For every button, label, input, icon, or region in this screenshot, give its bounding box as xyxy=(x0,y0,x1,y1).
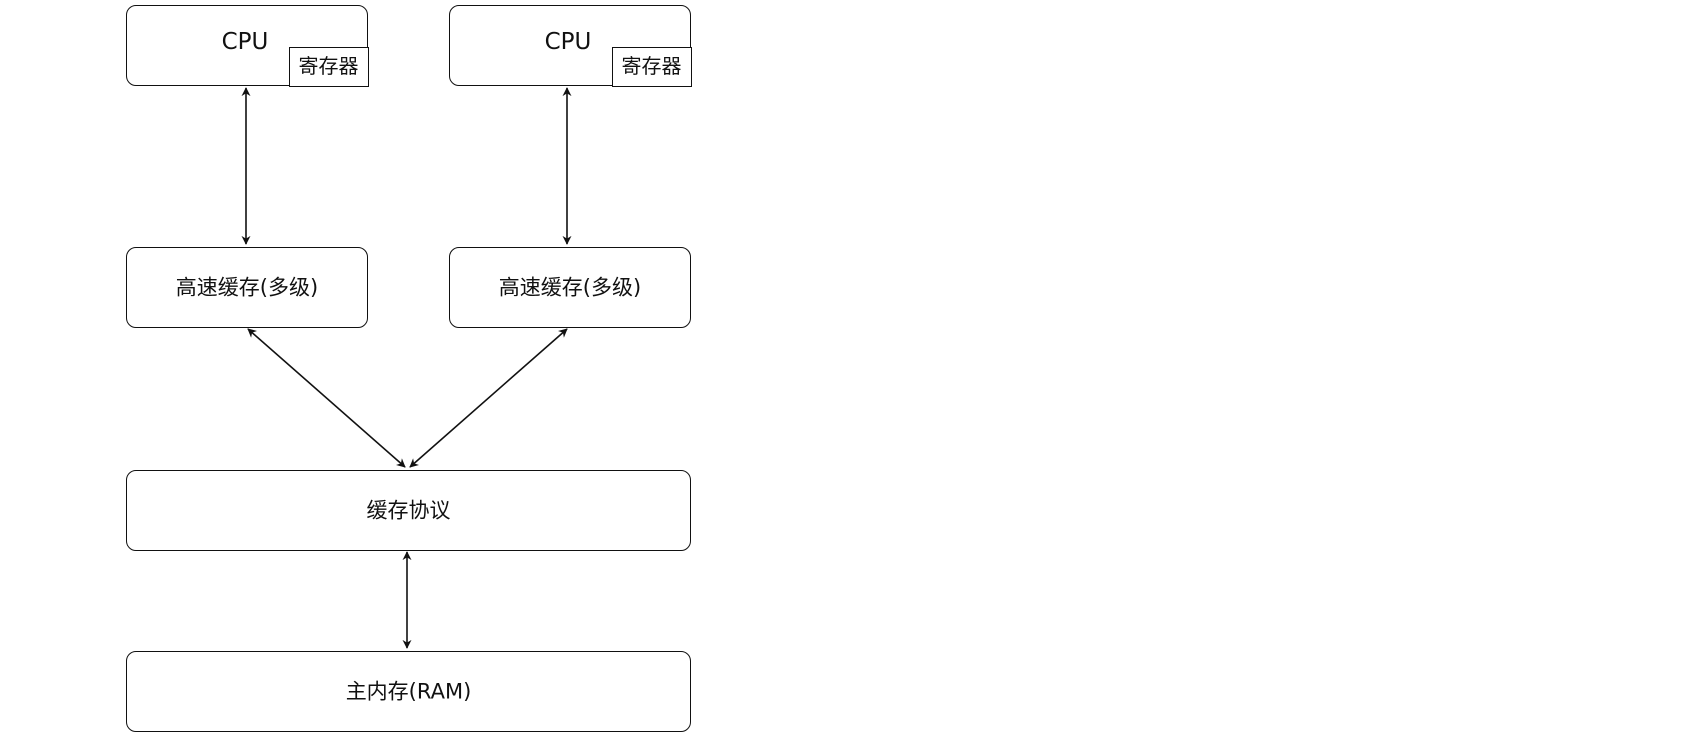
cache-box-left: 高速缓存(多级) xyxy=(126,247,368,328)
main-memory-box: 主内存(RAM) xyxy=(126,651,691,732)
cache-protocol-box: 缓存协议 xyxy=(126,470,691,551)
cache-label: 高速缓存(多级) xyxy=(498,275,642,299)
cpu-box-left: CPU 寄存器 xyxy=(126,5,369,87)
cpu-box-right: CPU 寄存器 xyxy=(449,5,692,87)
main-memory-label: 主内存(RAM) xyxy=(345,679,472,703)
register-box: 寄存器 xyxy=(288,46,369,87)
register-box: 寄存器 xyxy=(611,46,692,87)
cpu-label: CPU xyxy=(221,28,269,55)
cache-protocol-label: 缓存协议 xyxy=(366,498,451,522)
cache-label: 高速缓存(多级) xyxy=(175,275,319,299)
cache-box-right: 高速缓存(多级) xyxy=(449,247,691,328)
arrow-cache-right-to-protocol xyxy=(409,328,568,468)
cpu-label: CPU xyxy=(544,28,592,55)
arrow-cache-left-to-protocol xyxy=(247,328,406,468)
